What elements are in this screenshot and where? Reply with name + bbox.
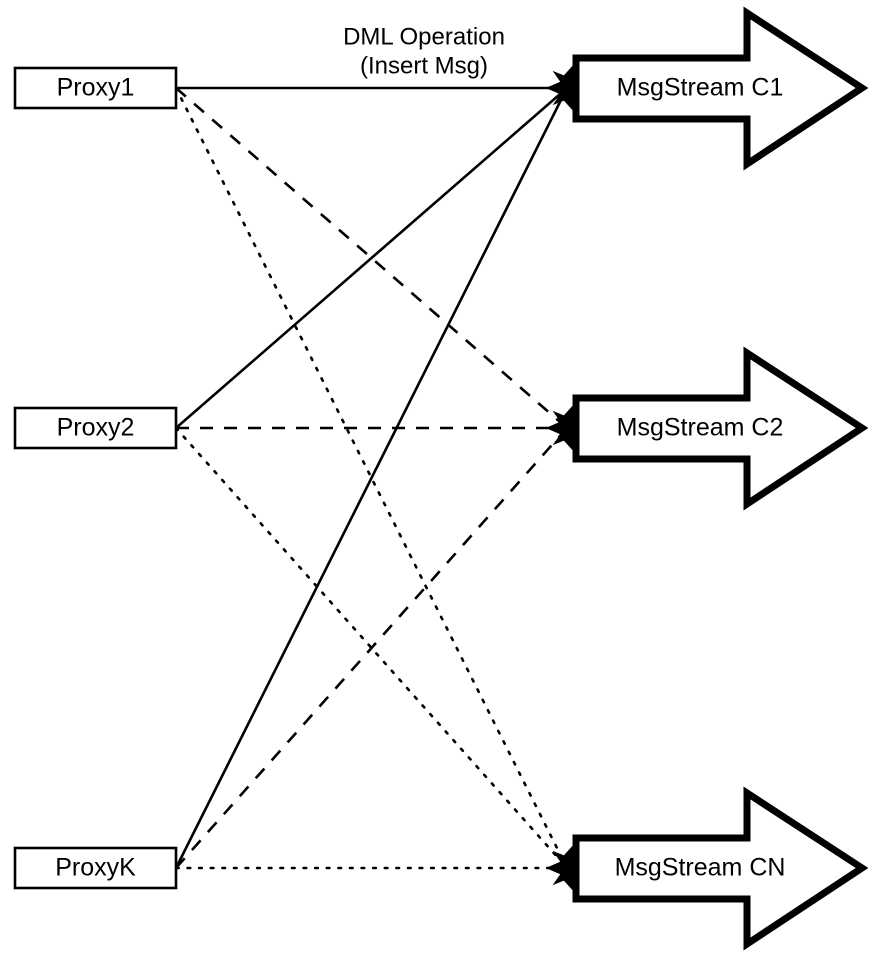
stream-arrow-shape (572, 346, 869, 511)
node-label: ProxyK (55, 854, 136, 882)
stream-label: MsgStream C2 (617, 414, 784, 442)
stream-arrow-shape (572, 786, 869, 951)
node-box (13, 406, 178, 450)
edge-annotation-line-1: DML Operation (343, 23, 505, 50)
node-box (13, 846, 178, 890)
edge-annotation: DML Operation (Insert Msg) (343, 23, 505, 79)
links-layer (174, 86, 569, 870)
node-label: Proxy2 (57, 414, 135, 442)
link-proxy2-to-msgstream_cn (174, 426, 569, 870)
node-label: Proxy1 (57, 74, 135, 102)
node-proxyk[interactable]: ProxyK (13, 846, 178, 890)
edge-annotation-line-2: (Insert Msg) (360, 52, 488, 79)
stream-label: MsgStream CN (615, 854, 786, 882)
streams-layer: MsgStream C1 MsgStream C2 MsgStream CN (572, 6, 869, 951)
stream-msgstream_cn[interactable]: MsgStream CN (572, 786, 869, 951)
link-proxyk-to-msgstream_c1 (174, 87, 569, 869)
stream-msgstream_c1[interactable]: MsgStream C1 (572, 6, 869, 171)
node-proxy1[interactable]: Proxy1 (13, 66, 178, 110)
stream-arrow-shape (572, 6, 869, 171)
link-proxyk-to-msgstream_c2 (175, 427, 568, 869)
link-proxy2-to-msgstream_c1 (175, 87, 568, 429)
stream-label: MsgStream C1 (617, 74, 784, 102)
node-box (13, 66, 178, 110)
arrowheads-layer (545, 65, 578, 891)
stream-msgstream_c2[interactable]: MsgStream C2 (572, 346, 869, 511)
node-proxy2[interactable]: Proxy2 (13, 406, 178, 450)
